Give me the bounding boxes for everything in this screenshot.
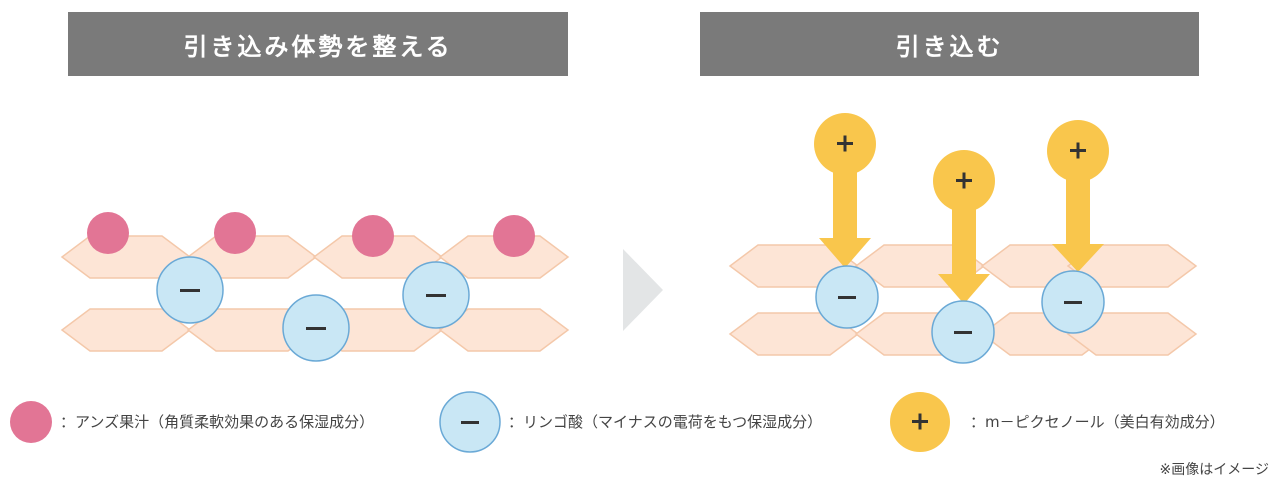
panel-title-draw-in: 引き込む	[700, 12, 1199, 76]
apricot-particle	[352, 215, 394, 257]
minus-icon	[461, 421, 479, 424]
arrow-head-icon	[1052, 244, 1104, 272]
minus-icon	[838, 296, 856, 299]
plus-icon	[918, 413, 922, 430]
arrow-head-icon	[938, 274, 990, 304]
picsenol-particles	[814, 113, 1109, 212]
left-apricot-particles	[87, 212, 535, 257]
minus-icon	[306, 327, 326, 330]
image-note: ※画像はイメージ	[1159, 462, 1269, 478]
step-arrow-icon	[623, 249, 663, 331]
apricot-particle	[214, 212, 256, 254]
legend-malic-label: ：リンゴ酸（マイナスの電荷をもつ保湿成分）	[508, 413, 823, 431]
skin-cell	[438, 235, 570, 279]
minus-icon	[1064, 301, 1082, 304]
panel-title-prepare: 引き込み体勢を整える	[68, 12, 568, 76]
skin-cell	[438, 308, 570, 352]
plus-icon	[962, 172, 966, 189]
arrow-head-icon	[819, 238, 871, 268]
right-malic-particles	[815, 265, 1105, 364]
left-malic-particles	[156, 256, 470, 362]
minus-icon	[954, 331, 972, 334]
legend-apricot-label: ：アンズ果汁（角質柔軟効果のある保湿成分）	[60, 413, 375, 431]
apricot-particle	[87, 212, 129, 254]
minus-icon	[426, 294, 446, 297]
legend-icons	[10, 391, 950, 453]
plus-icon	[1076, 142, 1080, 159]
arrow-shaft	[952, 200, 976, 276]
minus-icon	[180, 289, 200, 292]
apricot-particle	[493, 215, 535, 257]
plus-icon	[843, 135, 847, 152]
legend-picsenol-label: ：m－ピクセノール（美白有効成分）	[970, 413, 1225, 431]
pink-circle-icon	[10, 401, 52, 443]
